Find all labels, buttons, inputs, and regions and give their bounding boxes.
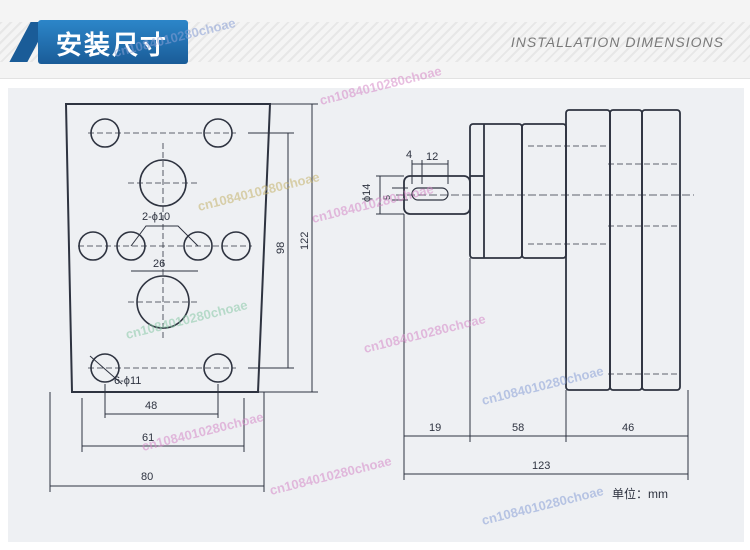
profile-bottom-dims — [403, 214, 689, 480]
leader-2phi10 — [130, 225, 199, 247]
plate-outline — [64, 103, 272, 393]
label-58: 58 — [512, 422, 524, 434]
label-98: 98 — [275, 242, 287, 254]
label-80: 80 — [141, 471, 153, 483]
page-title: 安装尺寸 — [56, 30, 169, 60]
header-banner: 安装尺寸 INSTALLATION DIMENSIONS — [0, 0, 750, 79]
label-46: 46 — [622, 422, 634, 434]
label-26: 26 — [153, 258, 165, 270]
shaft-top-dims — [411, 160, 449, 184]
label-122: 122 — [299, 232, 311, 250]
unit-label: 单位：mm — [612, 486, 668, 501]
label-2phi10: 2-ϕ10 — [142, 211, 170, 223]
plate-bottom-dims — [49, 384, 265, 492]
plate-side-dims — [248, 103, 318, 393]
label-phi14: ϕ14 — [361, 184, 373, 202]
label-5: 5 — [382, 195, 392, 200]
label-123: 123 — [532, 460, 550, 472]
hole-mid-inner-right — [183, 231, 213, 261]
label-19: 19 — [429, 422, 441, 434]
profile-hidden-lines — [528, 145, 680, 375]
page-subtitle: INSTALLATION DIMENSIONS — [510, 34, 724, 50]
label-61: 61 — [142, 432, 154, 444]
label-6phi11: 6-ϕ11 — [114, 375, 141, 387]
plate-centerlines — [78, 132, 252, 369]
leader-6phi11 — [89, 355, 123, 385]
hole-top-left — [90, 118, 120, 148]
profile-body — [403, 109, 681, 391]
drawing-photo: 2-ϕ10 26 6-ϕ11 48 61 80 — [8, 88, 744, 542]
title-badge — [38, 20, 188, 64]
label-4: 4 — [406, 149, 412, 161]
key-slot — [411, 187, 449, 201]
technical-drawing: 2-ϕ10 26 6-ϕ11 48 61 80 — [49, 103, 694, 501]
shaft-side-dims — [376, 175, 408, 215]
label-48: 48 — [145, 400, 157, 412]
label-12: 12 — [426, 151, 438, 163]
